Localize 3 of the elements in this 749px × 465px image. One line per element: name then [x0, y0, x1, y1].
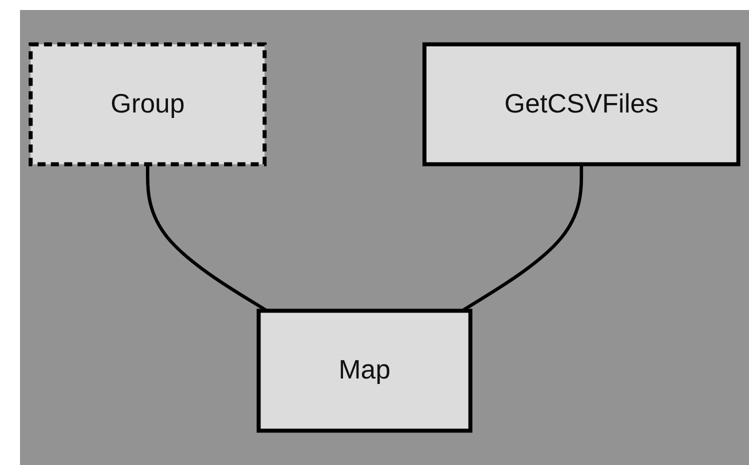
node-box: GetCSVFiles — [422, 42, 740, 166]
node-box: Group — [28, 42, 267, 166]
node-box: Map — [256, 308, 472, 433]
